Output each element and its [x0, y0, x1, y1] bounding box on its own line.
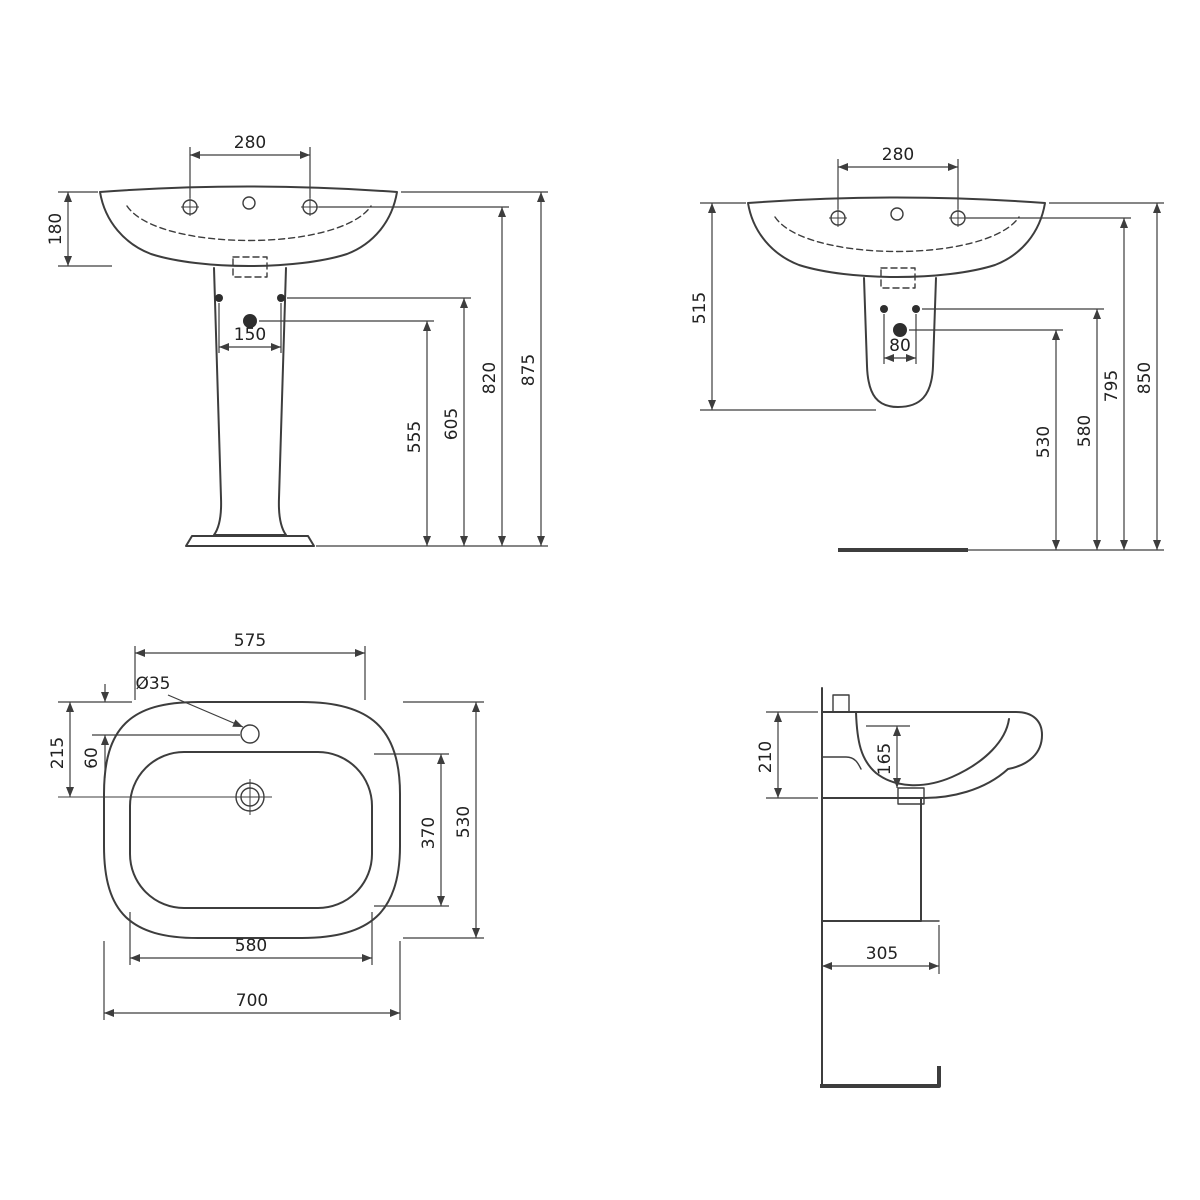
- dim-label-fixing-spacing: 80: [889, 336, 911, 356]
- tap-hole: [240, 724, 260, 744]
- dim-tap-offset: 60: [82, 684, 240, 778]
- dim-label-rim-height: 180: [46, 213, 66, 245]
- dim-label-tap-offset: 60: [82, 747, 102, 769]
- front-view-with-pedestal: 280 180 150 555 605: [46, 133, 548, 547]
- leader-line: [167, 694, 244, 728]
- dim-label-tap-height: 820: [480, 362, 500, 394]
- dim-bowl-inner-depth: 165: [866, 725, 910, 788]
- dim-siphon-height-semi: 530: [909, 329, 1063, 550]
- dim-label-bowl-inner-depth: 165: [875, 743, 895, 775]
- front-view-with-semi-pedestal: 280 515 80 530 580: [690, 145, 1164, 552]
- dim-label-rim-height: 210: [756, 741, 776, 773]
- dim-rear-width: 575: [134, 631, 366, 700]
- dim-siphon-height-front: 555: [259, 320, 434, 546]
- dim-overall-width: 700: [103, 941, 401, 1020]
- waste-outlet: [897, 787, 925, 805]
- dim-label-tap-hole-diameter: Ø35: [135, 674, 170, 694]
- fixing-hole-left: [880, 305, 888, 313]
- side-view: 210 165 305: [756, 687, 1043, 1088]
- dim-label-fixing-spacing: 150: [234, 325, 266, 345]
- basin-profile: [821, 711, 1043, 799]
- fixing-hole-left: [215, 294, 223, 302]
- fixing-box-dashed: [232, 256, 268, 278]
- dim-label-overall-height: 875: [519, 354, 539, 386]
- pedestal-base: [185, 535, 315, 547]
- dim-rim-height-front: 180: [46, 191, 112, 267]
- overflow-hole: [890, 207, 904, 221]
- dim-tap-hole-diameter: Ø35: [135, 674, 244, 728]
- dim-tap-height-semi: 795: [966, 217, 1131, 550]
- dim-label-fixing-height: 605: [442, 408, 462, 440]
- dim-label-drain-offset: 215: [48, 737, 68, 769]
- dim-label-rear-width: 575: [234, 631, 266, 651]
- dim-drain-offset: 215: [48, 701, 132, 797]
- basin-inner-rim-dashed: [774, 216, 1020, 253]
- dim-bracket-depth: 305: [822, 925, 940, 974]
- dim-label-siphon-height: 530: [1034, 426, 1054, 458]
- dim-fixing-height-semi: 580: [922, 308, 1104, 550]
- siphon-outlet: [893, 323, 907, 337]
- dim-label-fixing-height: 580: [1075, 415, 1095, 447]
- rear-ledge-line: [821, 756, 862, 770]
- dim-rim-height-side: 210: [756, 711, 818, 799]
- floor-bracket: [820, 1066, 941, 1088]
- dim-label-tap-height: 795: [1102, 370, 1122, 402]
- bowl-inner-profile: [855, 711, 1010, 787]
- dim-label-bracket-depth: 305: [866, 944, 898, 964]
- tap-hole-section: [832, 694, 850, 713]
- bowl-inner-outline: [129, 751, 373, 909]
- top-view: 575 Ø35 215 60 370: [48, 631, 484, 1020]
- dim-label-siphon-height: 555: [405, 421, 425, 453]
- dim-bowl-width: 580: [129, 912, 373, 965]
- dim-fixing-height-front: 605: [287, 297, 471, 546]
- siphon-outlet: [243, 314, 257, 328]
- dim-fixing-spacing-semi: 80: [883, 314, 917, 364]
- fixing-box-dashed: [880, 267, 916, 289]
- dim-label-bowl-depth: 370: [419, 817, 439, 849]
- basin-outline: [99, 185, 398, 267]
- basin-inner-rim-dashed: [126, 205, 372, 242]
- dim-label-tap-spacing: 280: [882, 145, 914, 165]
- pedestal-outline: [213, 267, 287, 536]
- overflow-hole: [242, 196, 256, 210]
- dim-label-overall-depth: 530: [454, 806, 474, 838]
- trap-cover-profile: [821, 797, 922, 922]
- dim-tap-spacing-semi: 280: [837, 145, 959, 209]
- semi-pedestal-outline: [863, 277, 937, 408]
- basin-outer-outline: [103, 701, 401, 939]
- fixing-hole-right: [912, 305, 920, 313]
- dim-label-tap-spacing: 280: [234, 133, 266, 153]
- dim-basin-height-semi: 515: [690, 202, 876, 411]
- dim-tap-spacing-front: 280: [189, 133, 311, 198]
- dim-tap-height-front: 820: [319, 206, 509, 546]
- dim-label-overall-height: 850: [1135, 362, 1155, 394]
- dim-bowl-depth: 370: [374, 753, 449, 907]
- dim-overall-depth: 530: [403, 701, 484, 939]
- dim-fixing-spacing-front: 150: [218, 303, 282, 353]
- dim-label-bowl-width: 580: [235, 936, 267, 956]
- dim-label-basin-height: 515: [690, 292, 710, 324]
- dim-overall-height-front: 875: [316, 191, 548, 547]
- basin-outline: [747, 196, 1046, 278]
- dim-overall-height-semi: 850: [968, 202, 1164, 551]
- dim-label-overall-width: 700: [236, 991, 268, 1011]
- fixing-hole-right: [277, 294, 285, 302]
